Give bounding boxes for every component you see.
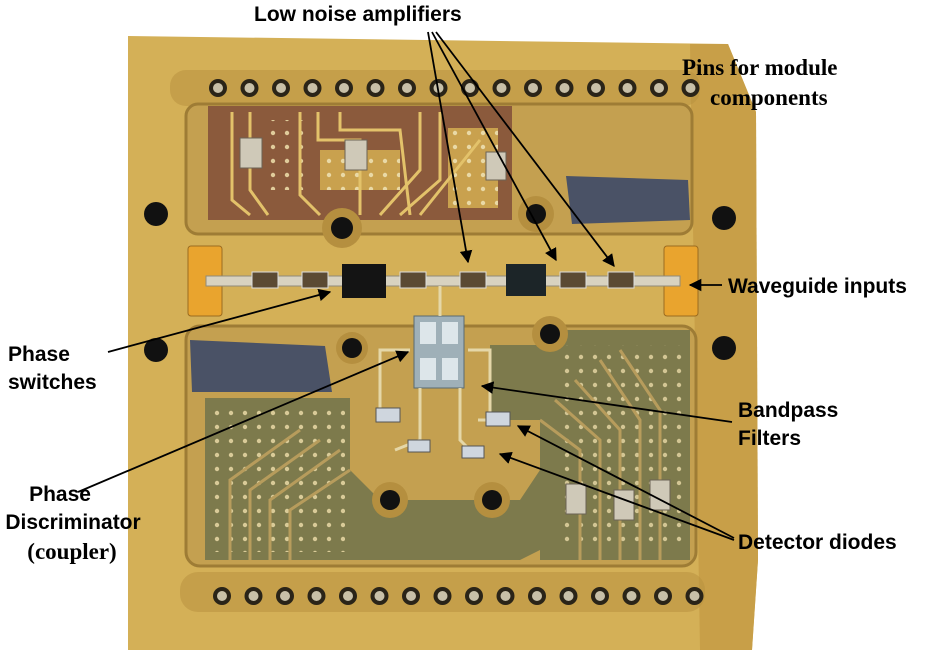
module-pin-head — [307, 83, 318, 93]
bandpass-filter — [375, 407, 401, 423]
coupler-cell — [442, 358, 458, 380]
label-bandpass-line2: Filters — [738, 427, 802, 450]
module-pin-head — [244, 83, 255, 93]
phase-switch-chip — [301, 271, 329, 289]
lna-chip — [607, 271, 635, 289]
label-phase-disc-line3: (coupler) — [27, 539, 117, 564]
bandpass-filter — [485, 411, 511, 427]
lna-black-block — [506, 264, 546, 296]
annotation-arrows — [77, 31, 735, 541]
module-pin-head — [406, 591, 416, 601]
label-pins-line2: components — [710, 85, 828, 110]
label-waveguide-inputs: Waveguide inputs — [728, 275, 907, 298]
module-pin-head — [595, 591, 605, 601]
upper-absorber — [566, 176, 690, 224]
lna-chip — [399, 271, 427, 289]
upper-bias-traces — [230, 112, 482, 217]
module-pin-head — [591, 83, 601, 93]
module-pin-head — [276, 83, 286, 93]
module-pin-head — [563, 591, 574, 601]
label-pins-line1: Pins for module — [682, 55, 838, 80]
label-phase-disc-line1: Phase — [29, 483, 91, 506]
coupler-cell — [420, 358, 436, 380]
lower-traces — [228, 349, 662, 560]
lower-absorber — [190, 340, 332, 392]
module-pin-head — [280, 591, 290, 601]
capacitor — [344, 139, 368, 171]
module-pin-head — [654, 83, 664, 93]
lna-chip — [559, 271, 587, 289]
detector-diode — [461, 445, 485, 459]
label-bandpass-line1: Bandpass — [738, 399, 839, 422]
module-pin-head — [465, 83, 475, 93]
capacitor — [565, 483, 587, 515]
module-pin-head — [217, 591, 227, 601]
module-pin-head — [622, 83, 633, 93]
capacitor — [485, 151, 507, 181]
module-pin-head — [626, 591, 637, 601]
lna-chip — [459, 271, 487, 289]
module-pin-head — [213, 83, 223, 93]
pin-rows — [209, 79, 704, 605]
microstrip-line — [205, 275, 681, 287]
label-low-noise-amplifiers: Low noise amplifiers — [254, 3, 462, 26]
module-pin-head — [311, 591, 322, 601]
module-pin-head — [685, 83, 696, 93]
module-pin-head — [248, 591, 259, 601]
module-pin-head — [343, 591, 353, 601]
coupler-cell — [420, 322, 436, 344]
label-phase-disc-line2: Discriminator — [5, 511, 141, 534]
module-pin-head — [559, 83, 570, 93]
module-pin-head — [469, 591, 479, 601]
module-pin-head — [370, 83, 381, 93]
mounting-holes — [144, 196, 736, 518]
coupler-cell — [442, 322, 458, 344]
capacitor — [239, 137, 263, 169]
module-pin-head — [339, 83, 349, 93]
label-detector-diodes: Detector diodes — [738, 531, 897, 554]
capacitor — [613, 489, 635, 521]
module-pin-head — [689, 591, 700, 601]
module-pin-head — [528, 83, 538, 93]
upper-bias-pad-1 — [270, 120, 310, 190]
lna-black-block — [342, 264, 386, 298]
label-phase-switches-line2: switches — [8, 371, 97, 394]
module-pin-head — [532, 591, 542, 601]
detector-diode — [407, 439, 431, 453]
module-pin-head — [496, 83, 507, 93]
module-pin-head — [402, 83, 412, 93]
module-pin-head — [437, 591, 448, 601]
label-phase-switches-line1: Phase — [8, 343, 70, 366]
module-pin-head — [500, 591, 511, 601]
module-pin-head — [658, 591, 668, 601]
lna-chip — [251, 271, 279, 289]
module-pin-head — [374, 591, 385, 601]
